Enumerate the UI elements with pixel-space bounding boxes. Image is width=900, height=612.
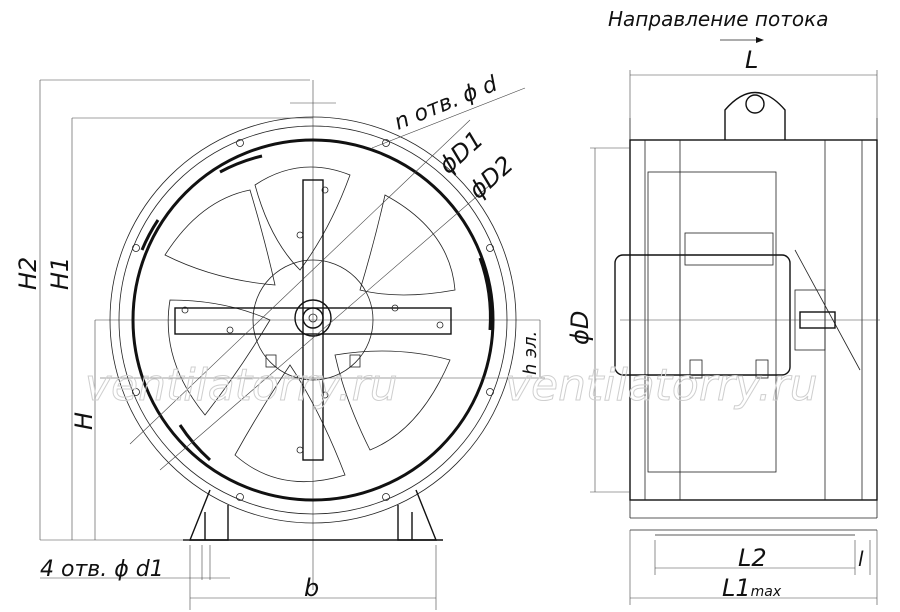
label-H2: H2 (14, 257, 42, 290)
label-h-el: h эл. (520, 331, 541, 375)
label-mount-holes: 4 отв. ϕ d1 (40, 557, 164, 582)
label-H1: H1 (46, 257, 74, 290)
flange-ring (118, 125, 508, 515)
label-H: H (70, 412, 98, 430)
lifting-eye (724, 91, 786, 140)
mounting-feet (183, 489, 443, 541)
impeller-housing (647, 171, 777, 473)
d1-leader (129, 119, 471, 445)
flow-direction-label: Направление потока (608, 7, 828, 31)
front-view (39, 79, 545, 610)
label-L2: L2 (738, 544, 767, 572)
motor-bolts (265, 354, 361, 368)
watermark-right: ventilatorry.ru (505, 360, 818, 411)
h-el-dimension (100, 320, 545, 379)
watermark-left: ventilatorry.ru (85, 360, 398, 411)
bottom-dimensions (40, 545, 437, 610)
label-L1: L1max (722, 574, 782, 602)
label-D: ϕD (566, 311, 594, 345)
cross-bracket (174, 179, 452, 461)
label-l: l (858, 547, 864, 571)
dim-L (629, 37, 878, 118)
inner-ring (131, 138, 495, 502)
holes-leader (371, 87, 526, 149)
dimensions-left (39, 79, 313, 541)
d2-leader (159, 184, 491, 471)
dim-L-bottom (629, 530, 878, 605)
side-view (590, 37, 880, 605)
motor (614, 232, 791, 379)
motor-boss (252, 259, 374, 381)
outer-ring (109, 116, 517, 524)
label-b: b (304, 574, 319, 602)
flange-holes (132, 139, 494, 501)
hub (794, 249, 861, 371)
fan-blades (164, 166, 456, 483)
base (630, 529, 877, 536)
label-L: L (745, 46, 758, 74)
dim-D (590, 147, 630, 493)
